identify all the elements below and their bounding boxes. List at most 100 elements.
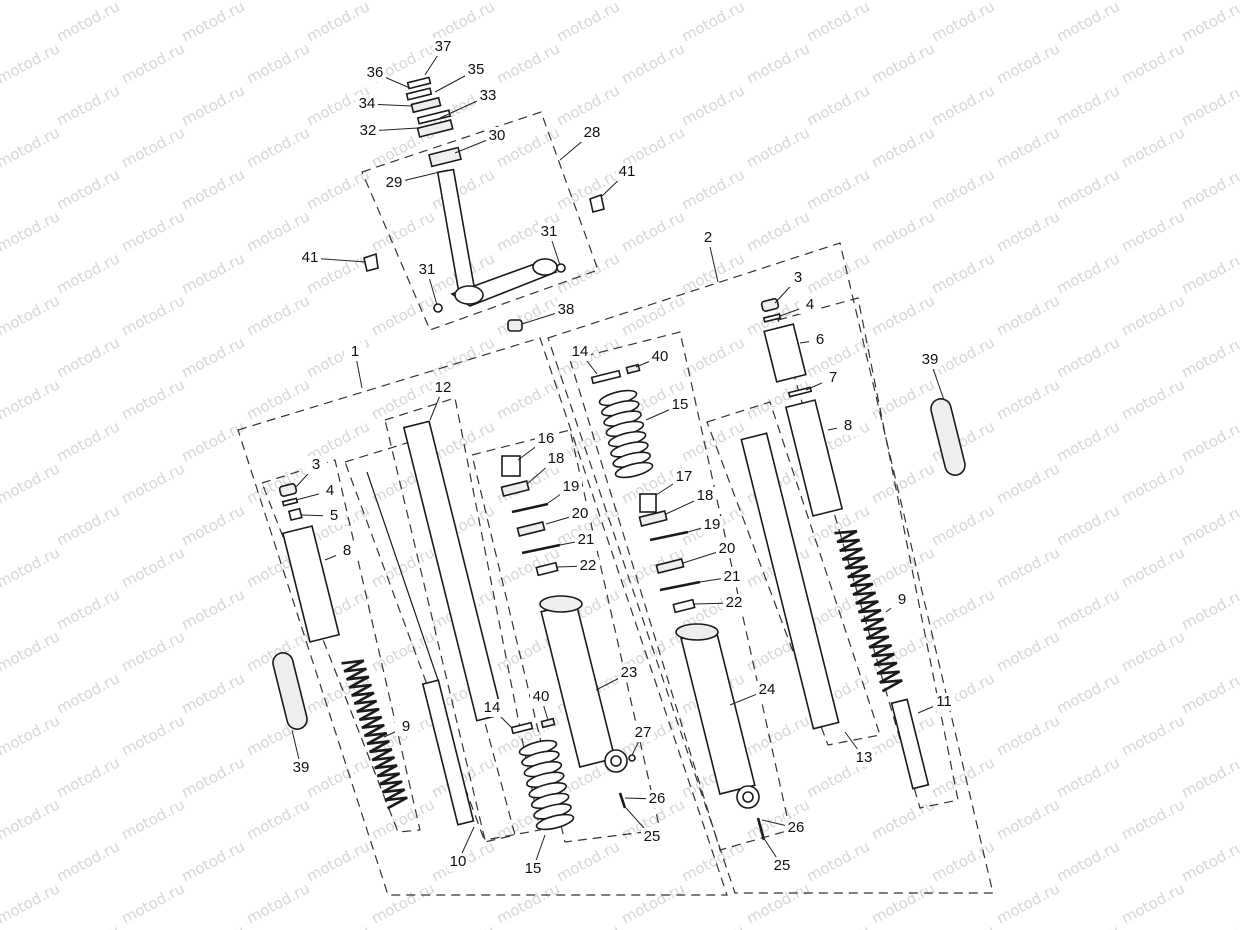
part-number-label: 10	[450, 853, 467, 870]
watermark-text: motod.ru	[178, 81, 247, 129]
watermark-text: motod.ru	[868, 0, 937, 4]
watermark-text: motod.ru	[368, 375, 437, 423]
watermark-text: motod.ru	[928, 501, 997, 549]
watermark-text: motod.ru	[1178, 249, 1240, 297]
callout-backdrop	[632, 724, 654, 742]
part-bush-22-right	[672, 598, 696, 614]
callout-backdrop	[560, 478, 582, 496]
part-number-label: 40	[652, 348, 669, 365]
watermark-text: motod.ru	[1053, 249, 1122, 297]
part-boot-15-left	[518, 739, 575, 831]
callout-backdrop	[486, 127, 508, 145]
watermark-text: motod.ru	[178, 585, 247, 633]
watermark-text: motod.ru	[1178, 921, 1240, 930]
watermark-text: motod.ru	[303, 837, 372, 885]
callout-backdrop	[477, 87, 499, 105]
part-damper-11	[890, 698, 930, 790]
watermark-text: motod.ru	[53, 0, 122, 46]
callout-backdrop	[577, 557, 599, 575]
watermark-text: motod.ru	[678, 0, 747, 46]
watermark-text: motod.ru	[368, 879, 437, 927]
callout-backdrop	[575, 531, 597, 549]
watermark-text: motod.ru	[0, 543, 63, 591]
part-number-label: 19	[704, 516, 721, 533]
watermark-text: motod.ru	[1118, 39, 1187, 87]
part-number-label: 22	[726, 594, 743, 611]
callout-backdrop	[697, 229, 719, 247]
callout-backdrop	[538, 223, 560, 241]
callout-backdrop	[853, 749, 875, 767]
outline-assembly-2	[547, 242, 994, 894]
part-tube-13	[740, 432, 840, 730]
watermark-text: motod.ru	[53, 837, 122, 885]
watermark-text: motod.ru	[553, 81, 622, 129]
watermark-text: motod.ru	[618, 207, 687, 255]
watermark-text: motod.ru	[178, 837, 247, 885]
callout-backdrop	[569, 343, 591, 361]
watermark-text: motod.ru	[1053, 0, 1122, 46]
part-number-label: 2	[704, 229, 712, 246]
watermark-text: motod.ru	[1053, 81, 1122, 129]
watermark-text: motod.ru	[118, 375, 187, 423]
callout-backdrop	[799, 296, 821, 314]
callout-backdrop	[649, 348, 671, 366]
watermark-text: motod.ru	[53, 81, 122, 129]
watermark-text: motod.ru	[868, 291, 937, 339]
part-number-label: 19	[563, 478, 580, 495]
part-number-label: 26	[788, 819, 805, 836]
watermark-text: motod.ru	[868, 543, 937, 591]
watermark-text: motod.ru	[118, 879, 187, 927]
part-number-label: 33	[480, 87, 497, 104]
callout-backdrop	[669, 396, 691, 414]
watermark-text: motod.ru	[243, 123, 312, 171]
callout-backdrop	[641, 828, 663, 846]
watermark-text: motod.ru	[118, 39, 187, 87]
watermark-text: motod.ru	[803, 0, 872, 46]
part-number-label: 3	[312, 456, 320, 473]
watermark-text: motod.ru	[1118, 375, 1187, 423]
part-spring-9-right	[834, 529, 903, 693]
callout-backdrop	[481, 699, 503, 717]
part-slider-23	[539, 595, 628, 773]
watermark-text: motod.ru	[868, 795, 937, 843]
watermark-text: motod.ru	[53, 921, 122, 930]
part-bolt-26-left	[618, 792, 627, 809]
part-number-label: 1	[351, 343, 359, 360]
callout-backdrop	[416, 261, 438, 279]
callout-backdrop	[723, 594, 745, 612]
watermark-text: motod.ru	[1178, 0, 1240, 46]
callout-backdrop	[344, 343, 366, 361]
watermark-text: motod.ru	[928, 81, 997, 129]
watermark-text: motod.ru	[993, 459, 1062, 507]
watermark-text: motod.ru	[118, 459, 187, 507]
part-clip-19-right	[649, 530, 689, 542]
watermark-text: motod.ru	[993, 291, 1062, 339]
part-spacer-6	[763, 323, 807, 383]
part-number-label: 39	[293, 759, 310, 776]
watermark-text: motod.ru	[618, 0, 687, 4]
watermark-text: motod.ru	[743, 123, 812, 171]
watermark-text: motod.ru	[0, 459, 63, 507]
watermark-text: motod.ru	[1053, 417, 1122, 465]
watermark-text: motod.ru	[303, 0, 372, 46]
watermark-text: motod.ru	[1178, 585, 1240, 633]
watermark-text: motod.ru	[993, 879, 1062, 927]
callout-backdrop	[530, 688, 552, 706]
watermark-text: motod.ru	[993, 795, 1062, 843]
part-number-label: 31	[541, 223, 558, 240]
watermark-text: motod.ru	[868, 39, 937, 87]
watermark-text: motod.ru	[1118, 795, 1187, 843]
callout-backdrop	[336, 542, 358, 560]
callout-backdrop	[395, 718, 417, 736]
watermark-text: motod.ru	[1053, 753, 1122, 801]
parts	[272, 76, 966, 841]
watermark-text: motod.ru	[868, 123, 937, 171]
watermark-text: motod.ru	[1178, 669, 1240, 717]
watermark-text: motod.ru	[53, 249, 122, 297]
callout-backdrop	[357, 122, 379, 140]
watermark-text: motod.ru	[1053, 921, 1122, 930]
part-strap-39-left	[272, 652, 308, 730]
part-number-label: 11	[936, 693, 952, 710]
watermark-text: motod.ru	[803, 249, 872, 297]
